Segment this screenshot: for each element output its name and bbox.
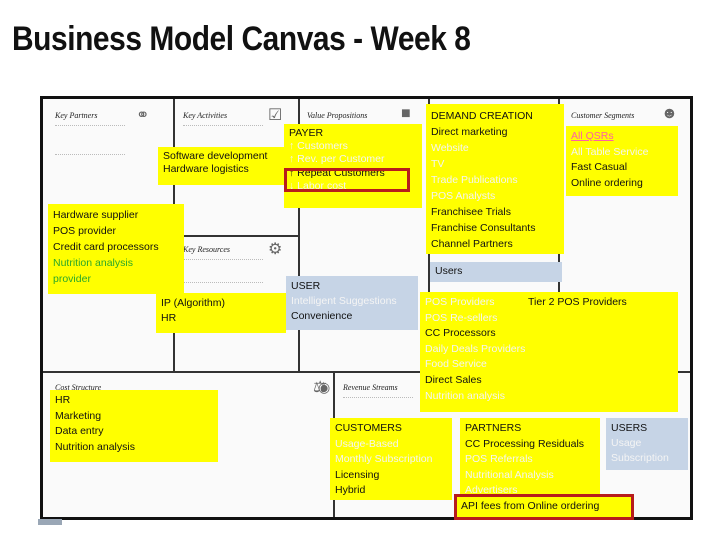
highlight-api-fees (454, 494, 634, 520)
note-line: Online ordering (571, 176, 643, 189)
note-line: API fees from Online ordering (461, 500, 600, 512)
money-bag-icon: ◉ (318, 379, 331, 395)
note-line: Usage (611, 437, 642, 449)
note-line: All QSRs (571, 130, 614, 142)
note-line: Subscription (611, 452, 669, 464)
note-heading: USER (291, 280, 321, 292)
note-heading: USERS (611, 422, 648, 434)
note-line: Hardware supplier (53, 209, 139, 221)
note-partners-revenue: PARTNERS CC Processing Residuals POS Ref… (460, 418, 600, 498)
note-heading: PARTNERS (465, 422, 522, 434)
header-value-propositions: Value Propositions (307, 111, 368, 120)
note-heading: PAYER (289, 127, 324, 139)
note-api-fees: API fees from Online ordering (456, 496, 632, 518)
header-key-activities: Key Activities (183, 111, 228, 120)
note-line: Channel Partners (431, 238, 513, 250)
note-line: Hardware logistics (163, 163, 249, 176)
note-line: Software development (163, 150, 268, 162)
note-line: Monthly Subscription (335, 453, 433, 466)
guide-text-key-resources (183, 259, 263, 283)
slide-footer-bar (38, 519, 62, 525)
note-line: All Table Service (571, 145, 649, 158)
note-line: Hybrid (335, 484, 366, 497)
guide-text-key-partners (55, 125, 125, 155)
guide-text-key-activities (183, 125, 263, 149)
note-line: POS Referrals (465, 453, 533, 466)
note-line: Convenience (291, 310, 353, 322)
note-line: Usage-Based (335, 437, 399, 450)
scale-icon: ⚖ (313, 379, 328, 396)
header-cost-structure: Cost Structure (55, 383, 102, 392)
note-line: POS provider (53, 225, 117, 237)
note-key-partners: Hardware supplier POS provider Credit ca… (48, 204, 184, 294)
note-line: Direct marketing (431, 126, 508, 138)
gift-icon: ■ (401, 105, 411, 122)
note-users-revenue: USERS Usage Subscription (606, 418, 688, 470)
note-line: ↑ Rev. per Customer (289, 153, 385, 166)
note-line: Advertisers (465, 484, 518, 497)
note-tier2-label: Tier 2 POS Providers (528, 296, 627, 308)
note-line: Nutrition analysis (55, 440, 135, 453)
header-revenue-streams: Revenue Streams (343, 383, 398, 392)
note-user-value-proposition: USER Intelligent Suggestions Convenience (286, 276, 418, 330)
note-line: POS Providers (425, 296, 495, 308)
header-customer-segments: Customer Segments (571, 111, 635, 120)
note-channels-pos: POS Providers POS Re-sellers CC Processo… (420, 292, 678, 412)
header-key-partners: Key Partners (55, 111, 98, 120)
note-line: Nutrition analysis (53, 257, 133, 269)
note-key-activities: Software development Hardware logistics (158, 147, 284, 185)
note-heading: CUSTOMERS (335, 422, 402, 434)
note-demand-creation: DEMAND CREATION Direct marketing Website… (426, 104, 564, 254)
note-line: HR (161, 312, 177, 324)
note-line: CC Processors (425, 327, 496, 340)
note-line: ↓ Labor cost (289, 179, 347, 192)
note-line: Franchise Consultants (431, 222, 536, 234)
highlight-repeat-customers (284, 168, 410, 192)
note-line: Fast Casual (571, 161, 628, 173)
people-icon: ☻ (661, 105, 678, 122)
note-label: Users (435, 265, 463, 277)
note-line: Nutritional Analysis (465, 468, 554, 481)
factory-icon: ⚙ (268, 241, 283, 258)
note-line: ↑ Customers (289, 140, 348, 153)
note-key-resources: IP (Algorithm) HR (156, 293, 286, 333)
slide-title: Business Model Canvas - Week 8 (12, 20, 471, 58)
note-customers-revenue: CUSTOMERS Usage-Based Monthly Subscripti… (330, 418, 452, 500)
checklist-icon: ☑ (268, 107, 283, 124)
note-line: TV (431, 158, 445, 170)
link-icon: ⚭ (136, 107, 150, 124)
note-line: Credit card processors (53, 241, 159, 253)
note-line: Direct Sales (425, 373, 482, 386)
note-line: Website (431, 142, 469, 154)
header-key-resources: Key Resources (183, 245, 231, 254)
note-line: Intelligent Suggestions (291, 295, 397, 307)
note-line: Data entry (55, 425, 104, 437)
note-line: POS Analysts (431, 190, 496, 202)
note-line: Food Service (425, 358, 487, 371)
note-users-channel: Users (430, 262, 562, 282)
note-line: Franchisee Trials (431, 206, 511, 218)
note-line: Marketing (55, 409, 102, 422)
note-customer-segments: All QSRs All Table Service Fast Casual O… (566, 126, 678, 196)
note-line: Trade Publications (431, 174, 518, 186)
note-cost-structure: HR Marketing Data entry Nutrition analys… (50, 390, 218, 462)
note-line: HR (55, 394, 71, 406)
note-payer: PAYER ↑ Customers ↑ Rev. per Customer ↑ … (284, 124, 422, 208)
note-line: Daily Deals Providers (425, 342, 526, 355)
note-line: POS Re-sellers (425, 311, 498, 324)
note-heading: DEMAND CREATION (431, 110, 533, 122)
note-line: provider (53, 273, 91, 285)
note-line: Nutrition analysis (425, 389, 505, 402)
note-line: Licensing (335, 468, 380, 481)
note-line: IP (Algorithm) (161, 297, 225, 309)
note-line: CC Processing Residuals (465, 437, 585, 450)
